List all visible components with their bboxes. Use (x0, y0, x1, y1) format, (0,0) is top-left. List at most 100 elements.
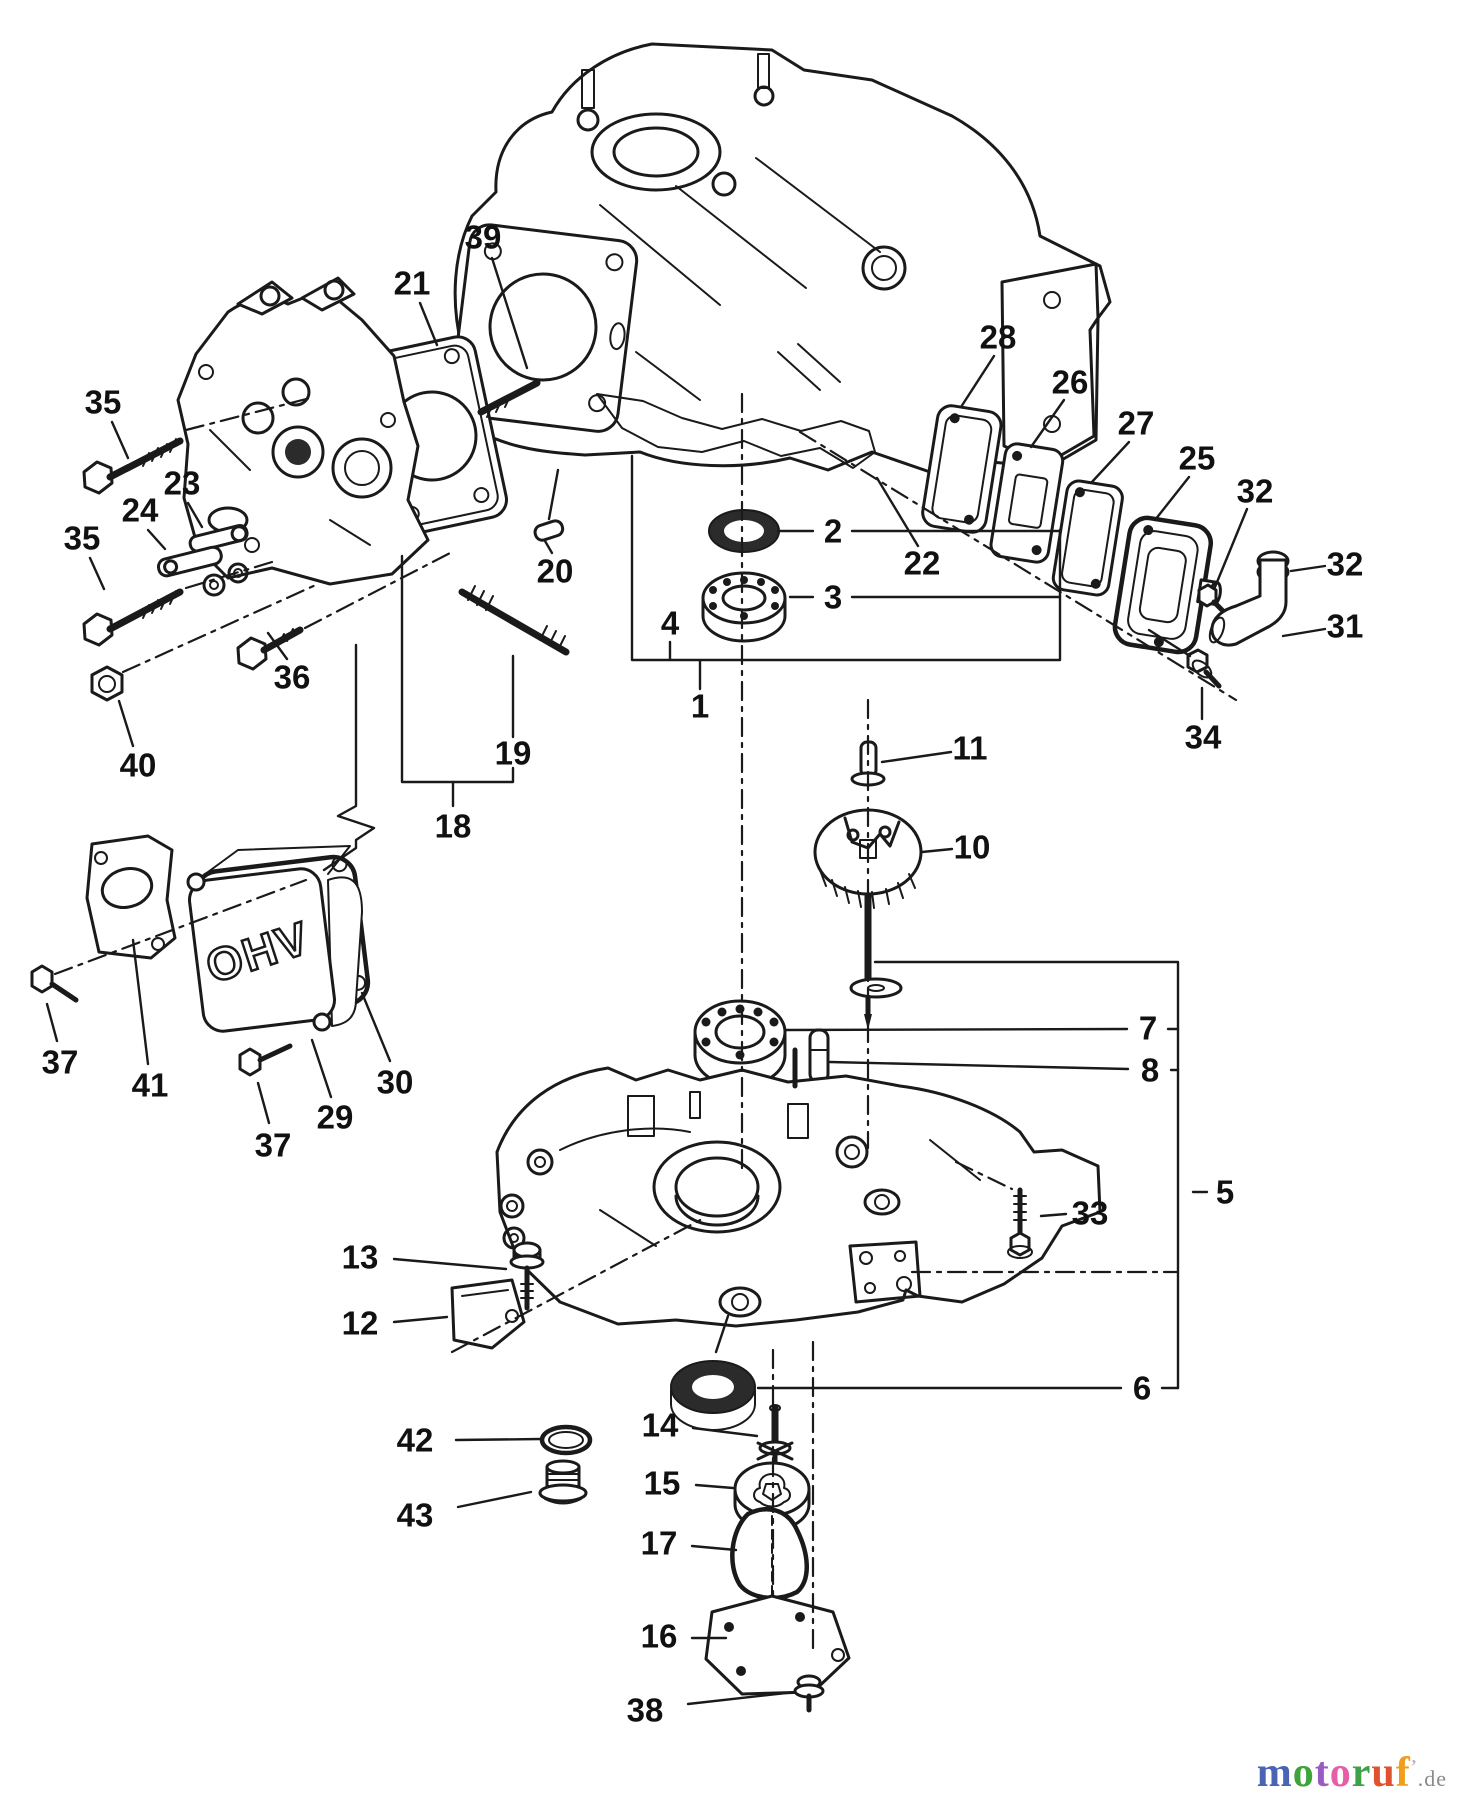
upper-crankcase (449, 42, 1112, 474)
leader-line-16 (875, 476, 920, 548)
leader-line-3 (186, 501, 204, 529)
leader-line-49 (256, 1081, 271, 1125)
callout-4: 4 (661, 605, 680, 642)
callout-11: 11 (953, 730, 988, 767)
callout-35: 35 (85, 384, 122, 421)
callout-32: 32 (1237, 473, 1274, 510)
callout-30: 30 (377, 1064, 414, 1101)
head-bolt-35-lower (82, 588, 184, 647)
callout-14: 14 (642, 1407, 679, 1444)
crankcase-gasket (596, 393, 876, 469)
leader-line-44 (456, 1490, 533, 1509)
callout-33: 33 (1072, 1195, 1109, 1232)
drain-plug-43 (538, 1459, 588, 1505)
callout-37: 37 (42, 1044, 79, 1081)
callout-1: 1 (691, 688, 709, 725)
nut-40 (90, 665, 124, 702)
centerline-4 (184, 396, 312, 432)
leader-line-22 (1289, 564, 1327, 573)
leader-line-0 (490, 256, 529, 370)
rocker-links (156, 523, 249, 597)
leader-line-33 (1039, 1212, 1068, 1218)
leader-line-20 (1153, 475, 1191, 522)
cylinder-stud-39 (477, 379, 541, 418)
gasket-28 (921, 404, 1003, 534)
leader-line-42 (686, 1690, 797, 1706)
callout-13: 13 (342, 1239, 379, 1276)
callout-16: 16 (641, 1618, 678, 1655)
leader-line-47 (360, 991, 392, 1063)
logo-letter: t (1314, 1750, 1330, 1796)
leader-line-30 (828, 1060, 1130, 1071)
callout-7: 7 (1139, 1010, 1157, 1047)
dowel-pin-8 (808, 1028, 830, 1084)
callout-42: 42 (397, 1422, 434, 1459)
centerline-9 (954, 1160, 1014, 1191)
centerline-2 (798, 430, 1238, 702)
callout-12: 12 (342, 1305, 379, 1342)
logo-letter: f (1395, 1750, 1411, 1796)
leader-line-46 (131, 938, 150, 1066)
leader-line-5 (88, 556, 106, 591)
callout-21: 21 (394, 265, 431, 302)
callout-3: 3 (824, 579, 842, 616)
callout-26: 26 (1052, 364, 1089, 401)
leader-line-6 (266, 631, 289, 661)
logo-suffix: .de (1417, 1766, 1447, 1791)
bolt-32 (1197, 583, 1229, 617)
callout-24: 24 (122, 492, 159, 529)
head-bolt-35-upper (82, 437, 184, 495)
clamp-plate-12 (450, 1278, 526, 1350)
callout-10: 10 (954, 829, 991, 866)
bracket-line-1 (400, 554, 515, 784)
bracket-line-0 (630, 454, 1062, 662)
callout-17: 17 (641, 1525, 678, 1562)
leader-line-26 (880, 750, 953, 764)
callout-36: 36 (274, 659, 311, 696)
leader-line-17 (959, 354, 996, 409)
leader-line-8 (543, 539, 554, 555)
dowel-pin-20 (533, 519, 565, 542)
bracket-line-4 (873, 960, 1180, 1390)
callout-31: 31 (1327, 608, 1364, 645)
centerline-5 (184, 560, 274, 590)
logo-letter: u (1371, 1750, 1396, 1796)
callout-34: 34 (1185, 719, 1222, 756)
bolt-37-lower (238, 1043, 293, 1077)
oil-seal-2 (708, 509, 780, 553)
leader-line-4 (146, 528, 167, 551)
callout-5: 5 (1216, 1174, 1234, 1211)
callout-35: 35 (64, 520, 101, 557)
callout-15: 15 (644, 1465, 681, 1502)
breather-hose-31 (1208, 558, 1288, 647)
callout-2: 2 (824, 513, 842, 550)
annotation-layer: 3921352324353640204231191822282627253232… (42, 219, 1364, 1729)
logo-letter: o (1292, 1750, 1315, 1796)
motoruf-watermark: motoruf’.de (1257, 1752, 1447, 1794)
leader-line-24 (1147, 628, 1192, 658)
leader-line-37 (392, 1315, 449, 1324)
valve-cover-29: OHV (186, 845, 363, 1033)
leader-line-9 (547, 468, 560, 521)
callout-6: 6 (1133, 1370, 1151, 1407)
leader-line-50 (714, 1314, 730, 1354)
callout-20: 20 (537, 553, 574, 590)
pump-shaft-14 (756, 1404, 794, 1473)
leader-line-27 (920, 847, 954, 854)
o-ring-42 (539, 1424, 593, 1456)
centerline-3 (121, 582, 320, 674)
leader-line-40 (690, 1544, 738, 1552)
leader-line-19 (1089, 440, 1131, 485)
callout-22: 22 (904, 545, 941, 582)
centerline-8 (450, 1215, 708, 1354)
leader-line-43 (454, 1437, 543, 1442)
callout-38: 38 (627, 1692, 664, 1729)
callout-40: 40 (120, 747, 157, 784)
leader-line-38 (691, 1426, 759, 1438)
ball-bearing-7 (693, 999, 787, 1088)
leader-line-39 (694, 1483, 735, 1490)
gasket-27 (1051, 479, 1124, 597)
lower-crankcase (495, 1047, 1102, 1328)
logo-tick: ’ (1410, 1756, 1418, 1776)
